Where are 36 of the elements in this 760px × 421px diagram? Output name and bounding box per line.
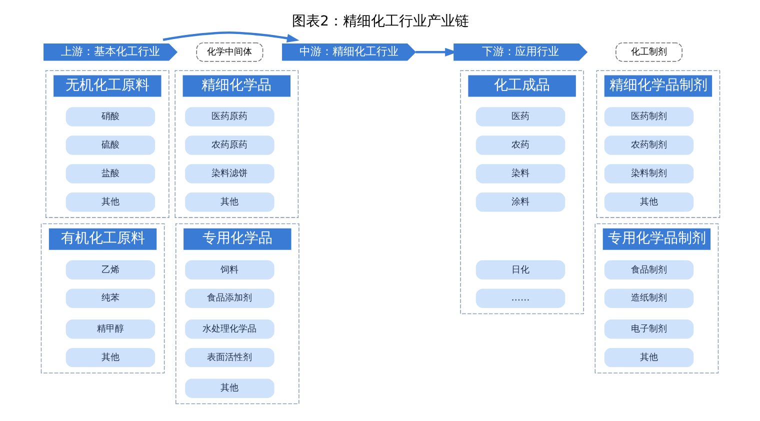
node-box: 其他 bbox=[184, 378, 274, 398]
node-box: 饲料 bbox=[184, 260, 274, 280]
node-box: 化工制剂 bbox=[615, 42, 682, 62]
node-box: 电子制剂 bbox=[604, 320, 694, 339]
node-box: 盐酸 bbox=[65, 164, 155, 184]
node-box: 涂料 bbox=[475, 192, 565, 212]
node-box: 硝酸 bbox=[65, 107, 155, 126]
node-box: 医药制剂 bbox=[604, 107, 694, 126]
node-box: 染料 bbox=[475, 164, 565, 184]
node-box: 其他 bbox=[65, 348, 155, 368]
node-box: 农药原药 bbox=[184, 136, 274, 155]
node-box: 农药制剂 bbox=[604, 136, 694, 155]
arrow bbox=[162, 32, 299, 42]
node-box: 染料滤饼 bbox=[184, 164, 274, 184]
node-box: 食品添加剂 bbox=[184, 288, 274, 308]
node-box: 农药 bbox=[475, 136, 565, 155]
node-box: 乙烯 bbox=[65, 260, 155, 280]
node-box: …… bbox=[475, 288, 565, 308]
node-box: 其他 bbox=[604, 348, 694, 368]
node-box: 食品制剂 bbox=[604, 260, 694, 280]
node-box: 硫酸 bbox=[65, 136, 155, 155]
node-box: 其他 bbox=[65, 192, 155, 212]
diagram-title: 图表2：精细化工行业产业链 bbox=[292, 13, 468, 30]
node-box: 日化 bbox=[475, 260, 565, 280]
node-box: 化学中间体 bbox=[196, 42, 263, 62]
node-box: 表面活性剂 bbox=[184, 348, 274, 368]
node-box: 染料制剂 bbox=[604, 164, 694, 184]
node-box: 医药 bbox=[475, 107, 565, 126]
node-box: 造纸制剂 bbox=[604, 288, 694, 308]
node-box: 医药原药 bbox=[184, 107, 274, 126]
node-box: 水处理化学品 bbox=[184, 320, 274, 339]
node-box: 其他 bbox=[184, 192, 274, 212]
node-box: 精甲醇 bbox=[65, 320, 155, 339]
node-box: 其他 bbox=[604, 192, 694, 212]
arrow bbox=[415, 48, 457, 56]
node-box: 纯苯 bbox=[65, 288, 155, 308]
